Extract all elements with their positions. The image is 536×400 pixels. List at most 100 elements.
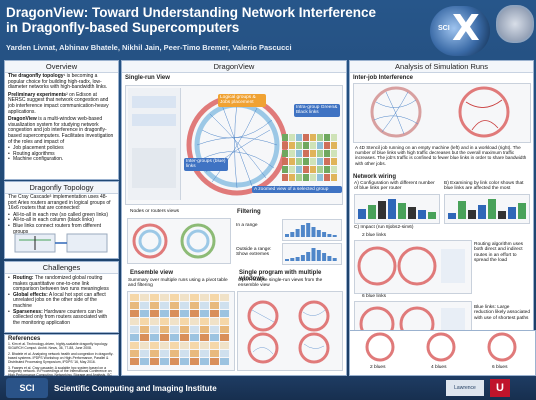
window-ring [298, 332, 330, 364]
overview-p1-bold: The dragonfly topology [8, 73, 64, 79]
bar [358, 209, 366, 219]
hist-bar [290, 232, 295, 237]
bar [458, 201, 466, 219]
zoom-cell [324, 158, 330, 165]
window-ring [247, 300, 279, 332]
topology-title: Dragonfly Topology [5, 182, 118, 194]
pivot-cell [140, 302, 149, 309]
interjob-links-left [373, 91, 419, 135]
zoom-cell [324, 150, 330, 157]
nodes-view-rings [132, 223, 216, 259]
ensemble-figure [127, 291, 235, 371]
challenge-rest: Hardware counters can be collected only … [13, 308, 108, 326]
pivot-cell [210, 326, 219, 333]
pivot-cell [190, 318, 199, 325]
bar [418, 210, 426, 219]
analysis-title: Analysis of Simulation Runs [350, 61, 533, 73]
bar [518, 203, 526, 219]
pivot-cell [210, 350, 219, 357]
topology-diagram [14, 233, 108, 253]
hist-bar [311, 248, 316, 261]
multi-window-figure [237, 291, 343, 371]
pivot-cell [160, 302, 169, 309]
zoom-cell [331, 158, 337, 165]
zoom-cell [317, 174, 323, 181]
pivot-cell [140, 342, 149, 349]
filter-in-range-figure [282, 219, 342, 241]
pivot-cell [220, 326, 229, 333]
zoom-cell [331, 142, 337, 149]
pivot-cell [150, 342, 159, 349]
interjob-heading: Inter-job Interference [353, 75, 414, 81]
pivot-cell [170, 350, 179, 357]
dragonview-panel: DragonView Single-run View Logical group… [121, 60, 347, 376]
pivot-cell [200, 350, 209, 357]
pivot-cell [170, 342, 179, 349]
pivot-cell [150, 350, 159, 357]
filter-outside-range-label: Outside a range: Show extremes [236, 247, 272, 258]
topology-bullet: Blue links connect routers from differen… [8, 223, 115, 235]
zoom-cell [317, 158, 323, 165]
scix-logo-icon: SCI X [430, 6, 490, 56]
pivot-cell [200, 318, 209, 325]
bar [368, 205, 376, 219]
nodes-view-heading: Nodes or routers views [130, 209, 180, 214]
pivot-cell [180, 334, 189, 341]
pivot-cell [190, 350, 199, 357]
topology-panel: Dragonfly Topology The Cray Cascade³ imp… [4, 181, 119, 259]
window-ring [247, 332, 279, 364]
pivot-cell [220, 342, 229, 349]
traffic-ring [487, 332, 517, 362]
topology-bullet: All-to-all in each row (so called green … [8, 212, 115, 219]
hist-bar [285, 234, 289, 237]
bar [408, 207, 416, 219]
pivot-cell [130, 358, 139, 365]
ensemble-heading: Ensemble view [130, 270, 174, 276]
pivot-cell [130, 326, 139, 333]
pivot-cell [210, 342, 219, 349]
pivot-cell [130, 342, 139, 349]
overview-p3-rest: is a multi-window web-based visualizatio… [8, 116, 114, 145]
wiring-a-bars [358, 199, 436, 219]
zoom-grid-cells [282, 134, 337, 181]
wiring-b-bars [448, 199, 526, 219]
router-ring [180, 223, 216, 259]
pivot-cell [160, 350, 169, 357]
poster-title: DragonView: Toward Understanding Network… [6, 5, 377, 35]
traffic-ring [426, 332, 456, 362]
overview-p3: DragonView is a multi-window web-based v… [5, 116, 118, 146]
blue-links-note: Blue links: Large reduction likely assoc… [474, 305, 530, 321]
pivot-cell [170, 318, 179, 325]
zoom-cell [282, 158, 288, 165]
filter-in-range-label: In a range [236, 223, 258, 228]
pivot-cell [170, 334, 179, 341]
nodes-view-figure [127, 218, 231, 264]
ensemble-pivot-table [130, 294, 229, 365]
bar [428, 212, 436, 219]
reference-item: 1. Kim et al. Technology-driven, highly-… [8, 342, 108, 350]
pivot-cell [220, 334, 229, 341]
zoom-cell [289, 134, 295, 141]
wiring-a-chart [354, 194, 440, 224]
zoom-cell [331, 174, 337, 181]
pivot-cell [150, 334, 159, 341]
footer-institute: Scientific Computing and Imaging Institu… [54, 384, 217, 393]
pivot-cell [220, 318, 229, 325]
poster-footer: SCI Scientific Computing and Imaging Ins… [0, 376, 536, 400]
pivot-cell [190, 334, 199, 341]
workload-ring [458, 86, 510, 138]
network-wiring-heading: Network wiring [353, 174, 397, 180]
callout-logical-groups: Logical groups & Jobs placement [218, 94, 266, 107]
bar [488, 199, 496, 219]
pivot-cell [160, 318, 169, 325]
zoom-cell [282, 150, 288, 157]
pivot-cell [150, 318, 159, 325]
bar [388, 199, 396, 219]
window-links [251, 309, 326, 355]
bar [498, 211, 506, 219]
bar [468, 210, 476, 219]
pivot-cell [170, 326, 179, 333]
pivot-cell [180, 350, 189, 357]
zoom-cell [317, 142, 323, 149]
